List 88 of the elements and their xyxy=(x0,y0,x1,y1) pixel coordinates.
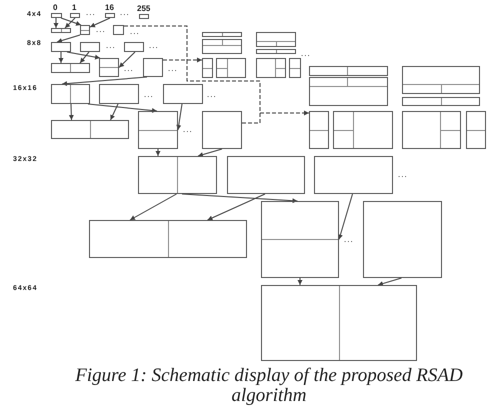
partition-block xyxy=(80,42,100,52)
arrow xyxy=(182,194,298,204)
arrow xyxy=(66,52,100,60)
dashed-line xyxy=(186,60,260,114)
arrow xyxy=(64,18,76,28)
arrow xyxy=(90,18,110,28)
partition-block xyxy=(80,25,90,35)
partition-block xyxy=(309,111,329,149)
arrow xyxy=(110,104,118,120)
partition-block xyxy=(99,84,139,104)
partition-block xyxy=(314,156,393,194)
ellipsis: ... xyxy=(301,50,311,58)
partition-block xyxy=(227,156,305,194)
partition-block xyxy=(89,220,247,258)
partition-block xyxy=(51,13,62,18)
partition-block xyxy=(143,58,163,77)
dashed-arrow xyxy=(260,110,310,116)
dashed-line xyxy=(242,112,260,124)
block-index: 0 xyxy=(53,4,58,12)
partition-block xyxy=(202,39,242,54)
partition-block xyxy=(402,111,461,149)
partition-block xyxy=(202,111,242,149)
arrow xyxy=(60,18,82,26)
arrow xyxy=(156,148,160,156)
arrow xyxy=(56,34,80,43)
partition-block xyxy=(51,28,71,33)
partition-block xyxy=(309,66,388,76)
partition-block xyxy=(202,32,242,37)
partition-block xyxy=(202,58,213,78)
block-index: 255 xyxy=(137,5,150,13)
ellipsis: ... xyxy=(130,28,140,36)
arrow xyxy=(338,194,353,240)
partition-block xyxy=(51,42,71,52)
arrow xyxy=(68,104,74,120)
partition-block xyxy=(138,156,217,194)
partition-block xyxy=(289,58,301,78)
arrow xyxy=(88,104,158,113)
arrow xyxy=(198,148,222,157)
partition-block xyxy=(256,32,296,47)
partition-block xyxy=(99,58,119,77)
partition-block xyxy=(402,97,480,106)
ellipsis: ... xyxy=(207,91,217,99)
arrow xyxy=(54,18,58,28)
partition-block xyxy=(402,66,480,94)
ellipsis: ... xyxy=(168,65,178,73)
partition-block xyxy=(51,120,129,139)
partition-block xyxy=(256,58,286,78)
arrow xyxy=(130,194,177,220)
partition-block xyxy=(216,58,246,78)
arrow xyxy=(207,194,266,220)
arrow xyxy=(176,104,182,130)
arrow xyxy=(80,52,90,64)
partition-block xyxy=(113,25,124,35)
figure-caption: Figure 1: Schematic display of the proposed RSAD algorithm xyxy=(74,366,464,406)
partition-block xyxy=(261,201,339,278)
ellipsis: ... xyxy=(144,91,154,99)
dashed-line xyxy=(124,26,188,60)
partition-block xyxy=(333,111,393,149)
dashed-arrow xyxy=(186,58,202,62)
ellipsis: ... xyxy=(96,26,106,34)
arrow xyxy=(378,278,402,286)
arrow xyxy=(58,52,64,64)
partition-block xyxy=(138,111,178,149)
arrow xyxy=(118,52,136,68)
ellipsis: ... xyxy=(106,42,116,50)
partition-block xyxy=(70,13,80,18)
arrow xyxy=(62,76,148,86)
partition-block xyxy=(163,84,203,104)
ellipsis: ... xyxy=(86,9,96,17)
partition-block xyxy=(309,77,388,106)
ellipsis: ... xyxy=(398,171,408,179)
partition-block xyxy=(466,111,486,149)
ellipsis: ... xyxy=(124,65,134,73)
arrow xyxy=(298,278,302,286)
partition-block xyxy=(51,84,90,104)
partition-block xyxy=(51,63,90,73)
partition-block xyxy=(261,285,417,361)
block-index: 16 xyxy=(105,4,114,12)
ellipsis: ... xyxy=(120,9,130,17)
block-index: 1 xyxy=(72,4,76,12)
partition-block xyxy=(363,201,442,278)
partition-block xyxy=(256,49,296,54)
partition-block xyxy=(105,13,115,18)
partition-block xyxy=(124,42,144,52)
partition-block xyxy=(139,14,149,19)
ellipsis: ... xyxy=(149,42,159,50)
ellipsis: ... xyxy=(344,236,354,244)
ellipsis: ... xyxy=(183,126,193,134)
